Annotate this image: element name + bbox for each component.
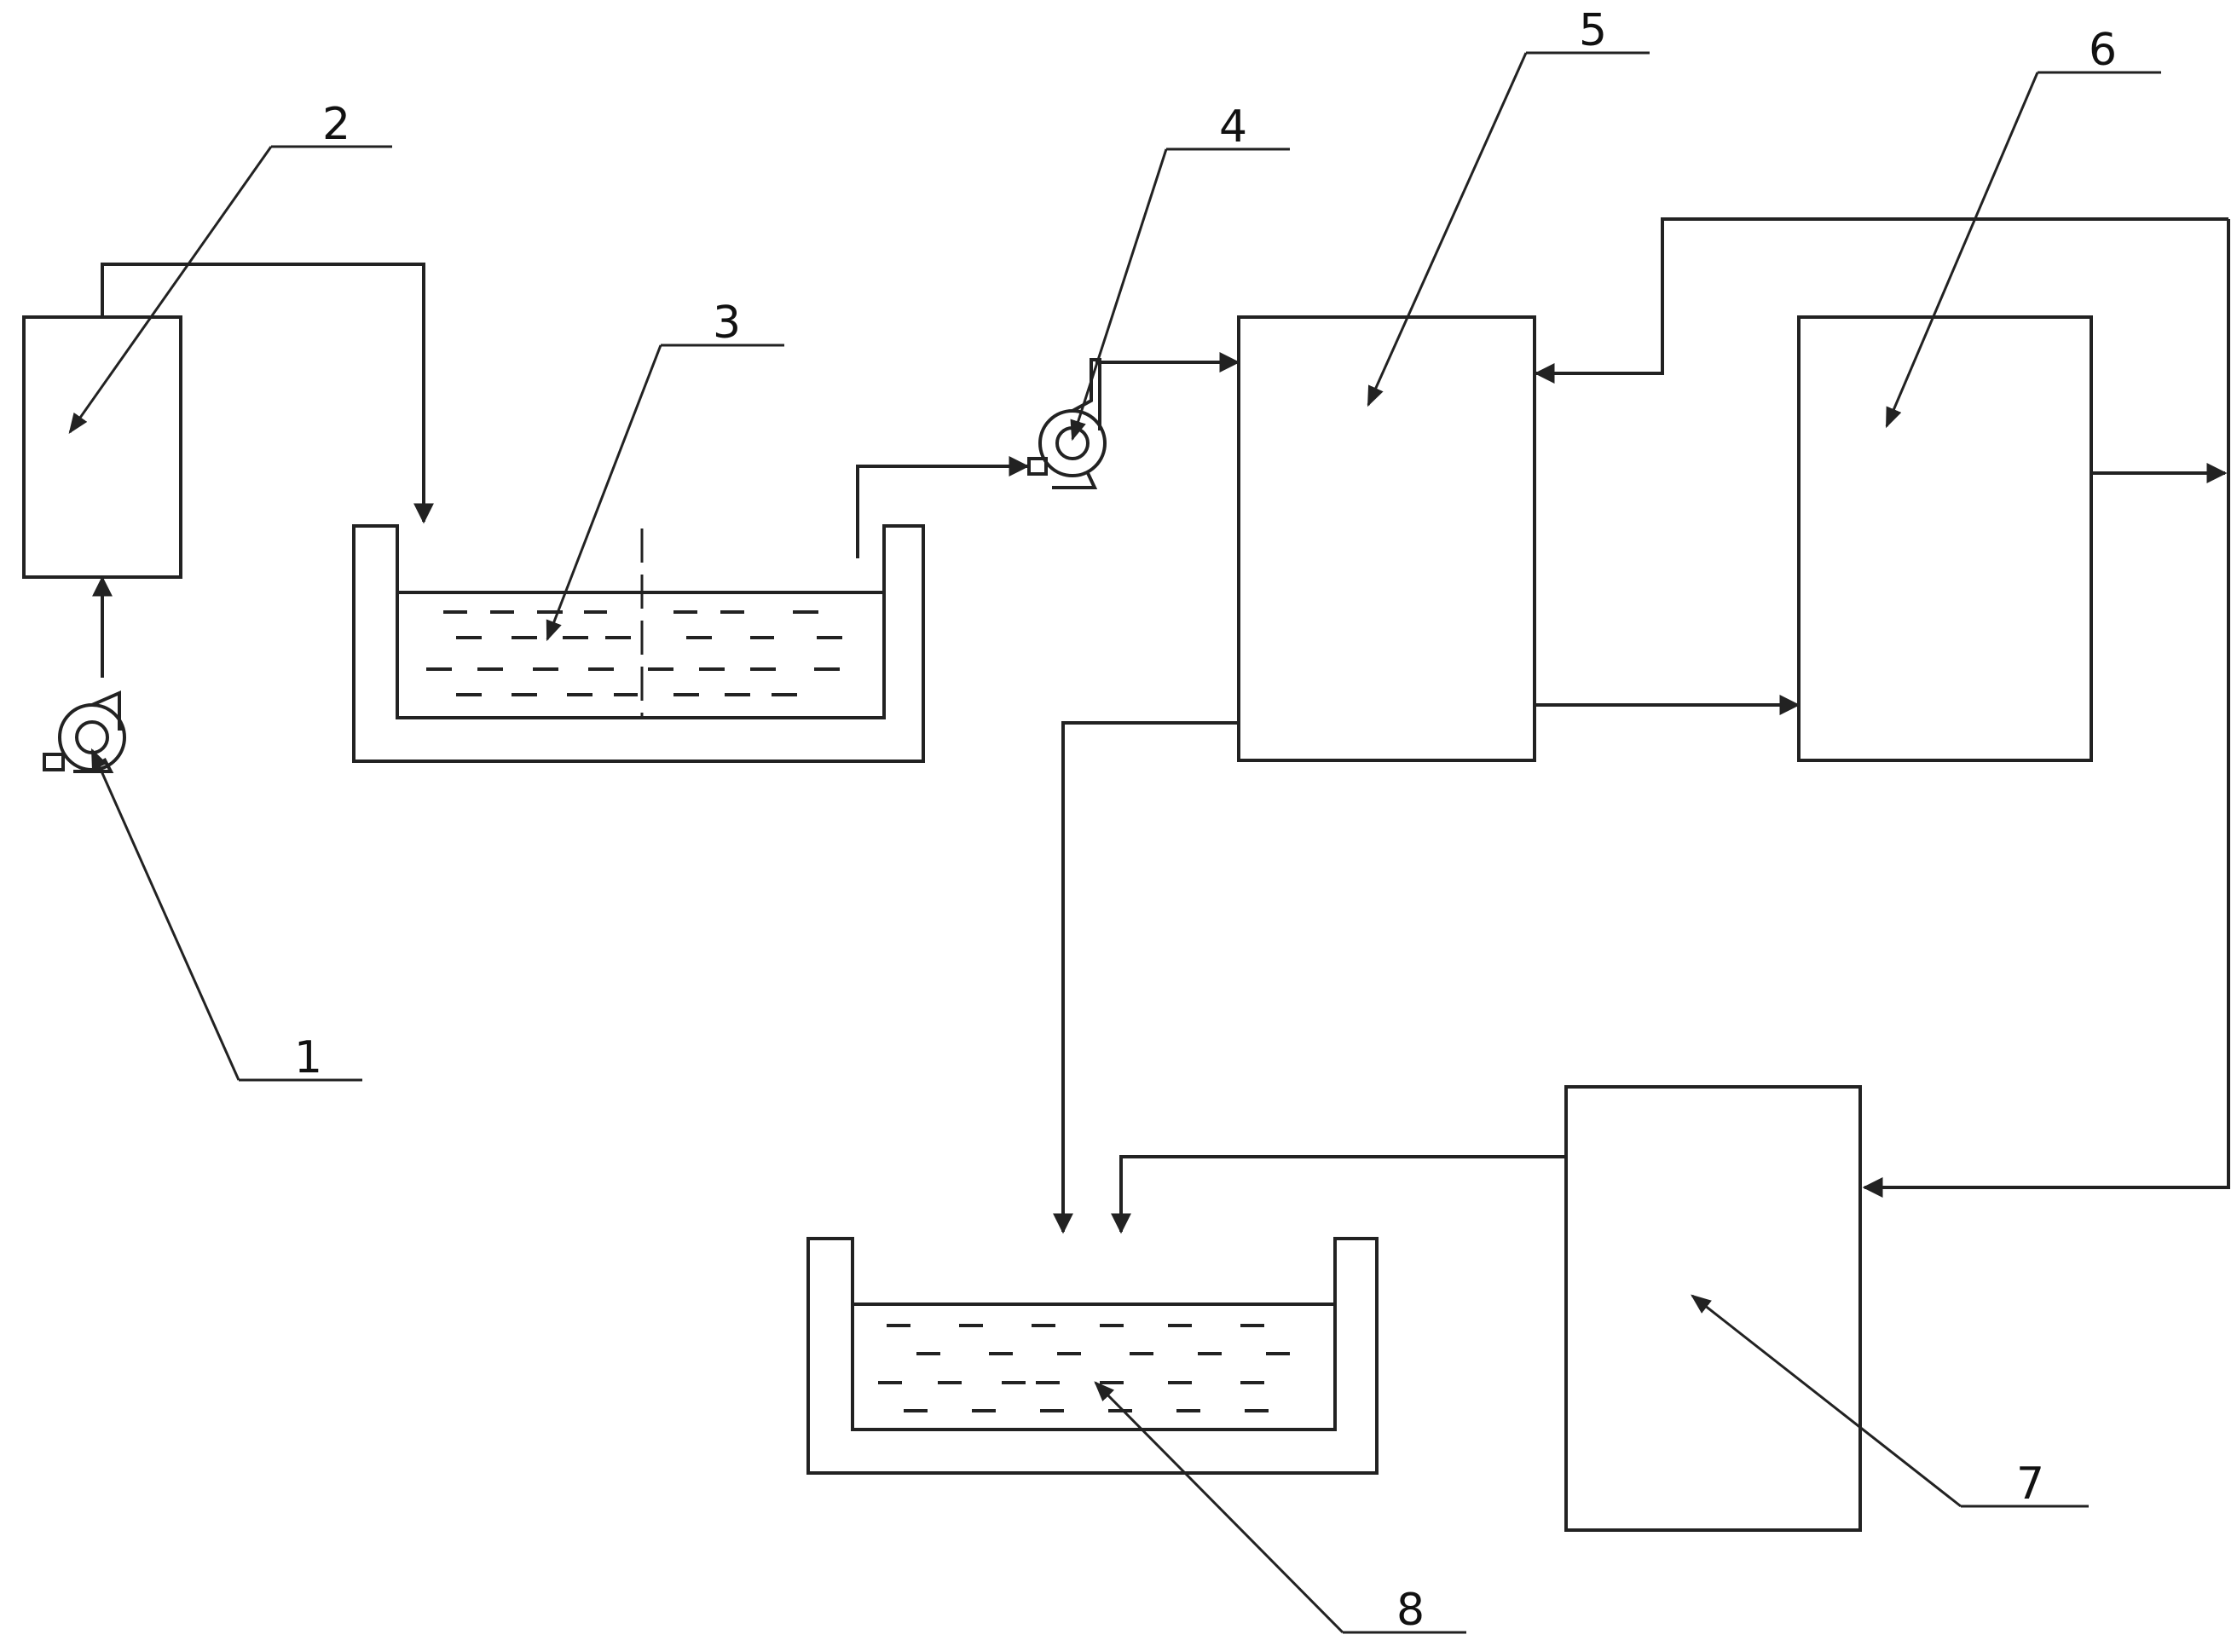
- unit-5: [1237, 315, 1536, 762]
- label-2: 2: [322, 99, 350, 150]
- label-3: 3: [713, 297, 741, 349]
- label-6: 6: [2089, 25, 2117, 76]
- tank-2: [22, 315, 182, 579]
- pipe-3-to-4: [856, 456, 1030, 558]
- label-8: 8: [1396, 1585, 1425, 1636]
- leader-7: [1691, 1294, 2089, 1508]
- label-7: 7: [2016, 1458, 2044, 1510]
- blower-4: [1027, 358, 1107, 489]
- label-4: 4: [1219, 101, 1247, 153]
- label-5: 5: [1579, 5, 1607, 56]
- pipe-riser-to-7: [1862, 219, 2230, 1198]
- leader-6: [1885, 71, 2161, 429]
- basin-8: [806, 1237, 1379, 1475]
- pipe-5-to-8: [1053, 721, 1239, 1234]
- basin-8-liquid-marks: [878, 1324, 1290, 1412]
- leader-5: [1367, 51, 1650, 407]
- basin-3-liquid-marks: [426, 610, 842, 696]
- label-1: 1: [294, 1032, 322, 1083]
- pipe-2-to-3: [101, 263, 434, 524]
- unit-7: [1564, 1085, 1862, 1532]
- pipe-loop-to-5: [1534, 217, 2228, 384]
- leader-3: [546, 344, 784, 642]
- blower-1: [43, 690, 126, 773]
- basin-3: [352, 524, 925, 763]
- leader-2: [68, 145, 392, 434]
- unit-6: [1797, 315, 2093, 762]
- leader-1: [90, 748, 362, 1082]
- leader-4: [1070, 147, 1290, 442]
- pipe-7-to-8: [1111, 1155, 1566, 1234]
- leader-8: [1094, 1381, 1466, 1634]
